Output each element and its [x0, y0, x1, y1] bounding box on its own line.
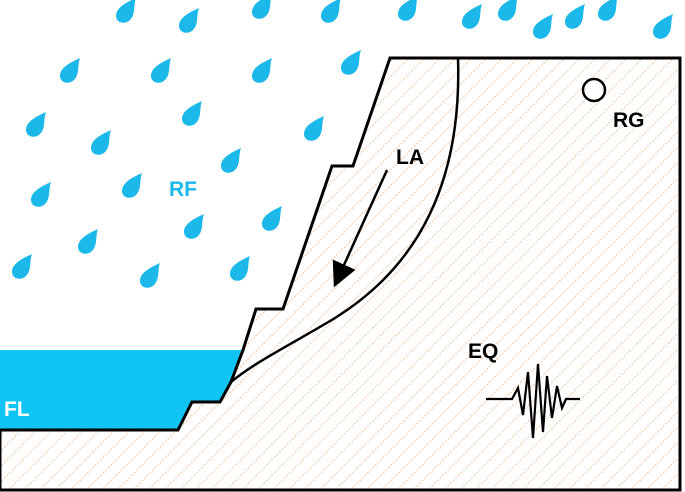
raindrop-icon: [116, 0, 136, 23]
raindrop-icon: [151, 58, 171, 83]
slip-surface-curve: [230, 57, 460, 383]
rainfall-drops: [12, 0, 673, 288]
raindrop-icon: [140, 263, 160, 288]
raindrop-icon: [321, 0, 341, 23]
raindrop-icon: [262, 206, 282, 231]
raindrop-icon: [565, 4, 585, 29]
raindrop-icon: [12, 254, 32, 279]
raindrop-icon: [498, 0, 517, 21]
raindrop-icon: [184, 214, 204, 239]
arrow-down-left-icon: [332, 169, 389, 288]
raindrop-icon: [653, 14, 673, 39]
raindrop-icon: [78, 229, 98, 254]
raindrop-icon: [462, 4, 482, 29]
raindrop-icon: [221, 148, 241, 173]
raindrop-icon: [598, 0, 617, 21]
raindrop-icon: [533, 14, 553, 39]
raindrop-icon: [91, 130, 111, 155]
raindrop-icon: [182, 101, 202, 126]
landslide-label: LA: [396, 146, 424, 169]
raindrop-icon: [304, 116, 324, 141]
flood-label: FL: [4, 398, 30, 421]
rain-gauge-icon: [581, 77, 607, 103]
raindrop-icon: [26, 112, 46, 137]
seismic-wave-icon: [486, 363, 580, 439]
flood-water: [0, 350, 243, 430]
raindrop-icon: [398, 0, 417, 21]
raindrop-icon: [31, 182, 51, 207]
raindrop-icon: [230, 256, 250, 281]
earthquake-label: EQ: [468, 340, 498, 363]
rain-gauge-label: RG: [613, 109, 645, 132]
raindrop-icon: [252, 58, 272, 83]
raindrop-icon: [252, 0, 271, 19]
raindrop-icon: [341, 50, 361, 75]
raindrop-icon: [179, 8, 199, 33]
raindrop-icon: [122, 173, 142, 198]
raindrop-icon: [60, 58, 80, 83]
rainfall-label: RF: [169, 178, 197, 201]
